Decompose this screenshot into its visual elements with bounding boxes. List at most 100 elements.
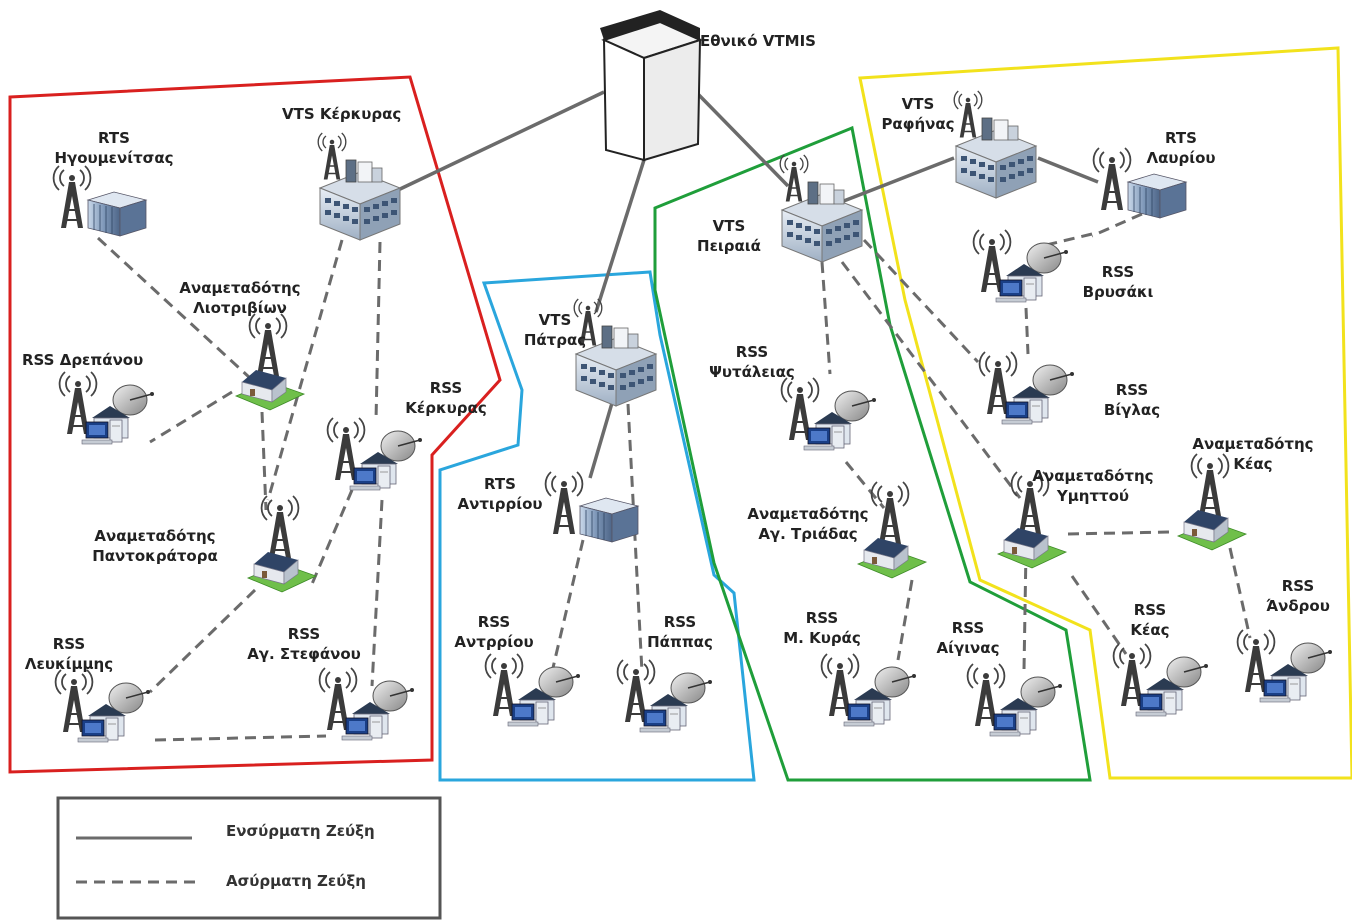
label-line: Αντρρίου: [454, 633, 534, 651]
label-line: RSS: [429, 379, 463, 397]
label-line: VTS Κέρκυρας: [282, 105, 402, 123]
rss-antrriou-icon: [486, 654, 580, 726]
label-rss-m-kyras: RSS Μ. Κυράς: [774, 608, 870, 648]
label-line: RSS: [1115, 381, 1149, 399]
label-rss-lefkimmis: RSS Λευκίμμης: [24, 634, 114, 674]
label-rss-viglas: RSS Βίγλας: [1090, 380, 1174, 420]
label-line: RSS: [477, 613, 511, 631]
label-line: Λευκίμμης: [24, 655, 114, 673]
label-line: Πειραιά: [697, 237, 761, 255]
label-line: Ψυτάλειας: [709, 363, 795, 381]
vts-rafinas-icon: [954, 91, 1036, 198]
label-line: Μ. Κυράς: [783, 629, 861, 647]
label-line: Πάππας: [647, 633, 713, 651]
label-rts-antirriou: RTS Αντιρρίου: [452, 474, 548, 514]
label-line: Λιοτριβίων: [193, 299, 287, 317]
wired-links: [397, 90, 1099, 479]
label-line: RSS: [1281, 577, 1315, 595]
label-line: RTS: [484, 475, 516, 493]
label-line: Αγ. Τριάδας: [758, 525, 858, 543]
repeater-liotrivion-icon: [236, 314, 304, 410]
patras-region-border: [438, 270, 756, 782]
label-line: Αναμεταδότης: [179, 279, 301, 297]
rss-pappas-icon: [618, 660, 712, 732]
label-rts-igoumenitsas: RTS Ηγουμενίτσας: [54, 128, 174, 168]
label-rss-antrriou: RSS Αντρρίου: [446, 612, 542, 652]
label-line: Παντοκράτορα: [92, 547, 218, 565]
legend-wired-label: Ενσύρματη Ζεύξη: [226, 822, 375, 840]
label-line: RTS: [1165, 129, 1197, 147]
label-line: Πάτρας: [523, 331, 587, 349]
label-line: Βίγλας: [1103, 401, 1161, 419]
corfu-region-border: [8, 75, 502, 774]
label-line: VTS: [538, 311, 572, 329]
label-line: Κέας: [1130, 621, 1170, 639]
label-line: RSS: [951, 619, 985, 637]
label-line: RSS: [805, 609, 839, 627]
label-line: Κέας: [1233, 455, 1273, 473]
label-line: RSS: [52, 635, 86, 653]
legend-wireless-label: Ασύρματη Ζεύξη: [226, 872, 366, 890]
legend-box: [56, 796, 442, 920]
label-rts-lavriou: RTS Λαυρίου: [1136, 128, 1226, 168]
label-rss-vrysaki: RSS Βρυσάκι: [1076, 262, 1160, 302]
label-line: Αίγινας: [936, 639, 1000, 657]
label-line: Αναμεταδότης: [1192, 435, 1314, 453]
label-line: Αναμεταδότης: [94, 527, 216, 545]
label-line: Ηγουμενίτσας: [54, 149, 174, 167]
rss-vrysaki-icon: [974, 230, 1068, 302]
label-line: Ραφήνας: [881, 115, 955, 133]
label-line: RSS: [1101, 263, 1135, 281]
rss-lefkimmis-icon: [56, 670, 150, 742]
label-line: VTS: [712, 217, 746, 235]
repeater-pantokratora-icon: [248, 496, 316, 592]
label-line: VTS: [901, 95, 935, 113]
label-rss-pappas: RSS Πάππας: [640, 612, 720, 652]
wireless-links: [96, 212, 1252, 742]
label-vts-peiraia: VTS Πειραιά: [690, 216, 768, 256]
piraeus-region-border: [653, 125, 1092, 782]
label-line: Βρυσάκι: [1082, 283, 1154, 301]
rts-antirriou-icon: [546, 472, 638, 542]
label-rss-ag-stefanou: RSS Αγ. Στεφάνου: [234, 624, 374, 664]
label-line: RSS: [287, 625, 321, 643]
central-label-text: Εθνικό VTMIS: [700, 32, 816, 50]
central-label: Εθνικό VTMIS: [700, 31, 816, 51]
label-line: RSS: [663, 613, 697, 631]
rss-psytaleias-icon: [782, 378, 876, 450]
rss-viglas-icon: [980, 352, 1074, 424]
label-rss-androu: RSS Άνδρου: [1256, 576, 1340, 616]
label-line: Αναμεταδότης: [747, 505, 869, 523]
vts-kerkyras-icon: [318, 133, 400, 240]
rss-m-kyras-icon: [822, 654, 916, 726]
rss-aiginas-icon: [968, 664, 1062, 736]
label-rss-aiginas: RSS Αίγινας: [926, 618, 1010, 658]
label-line: RTS: [98, 129, 130, 147]
rss-kerkyras-icon: [328, 418, 422, 490]
label-line: RSS: [735, 343, 769, 361]
rss-keas-icon: [1114, 644, 1208, 716]
label-line: Αντιρρίου: [457, 495, 543, 513]
rafina-region-border: [858, 46, 1352, 780]
label-line: Άνδρου: [1266, 597, 1330, 615]
rss-drepanou-icon: [60, 372, 154, 444]
label-line: Αναμεταδότης: [1032, 467, 1154, 485]
rss-ag-stefanou-icon: [320, 668, 414, 740]
label-rss-psytaleias: RSS Ψυτάλειας: [700, 342, 804, 382]
label-vts-rafinas: VTS Ραφήνας: [872, 94, 964, 134]
label-line: Αγ. Στεφάνου: [247, 645, 361, 663]
label-line: Λαυρίου: [1146, 149, 1216, 167]
label-vts-patras: VTS Πάτρας: [520, 310, 590, 350]
national-vtmis-server-icon: [600, 10, 703, 162]
label-vts-kerkyras: VTS Κέρκυρας: [282, 104, 401, 124]
label-line: RSS Δρεπάνου: [22, 351, 144, 369]
label-line: Υμηττού: [1056, 487, 1130, 505]
